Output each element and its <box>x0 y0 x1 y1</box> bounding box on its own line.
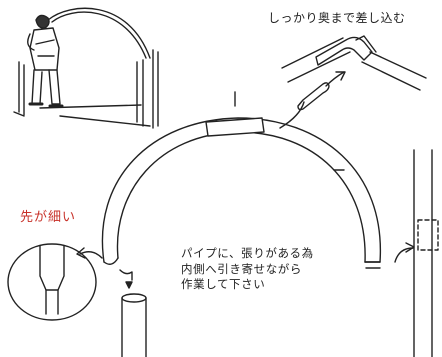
tapered-pipe-tip-icon <box>7 243 103 321</box>
joint-inset <box>281 35 427 111</box>
insert-fully-label: しっかり奥まで差し込む <box>268 11 406 25</box>
instruction-line: パイプに、張りがある為 <box>181 246 314 260</box>
person-bending-pipe-icon <box>27 14 64 108</box>
bottom-post <box>119 269 147 357</box>
worker-inset <box>13 7 159 129</box>
instruction-line: 作業して下さい <box>181 277 266 292</box>
instruction-line: 内側へ引き寄せながら <box>181 261 302 276</box>
instruction-text: パイプに、張りがある為 内側へ引き寄せながら 作業して下さい <box>181 246 314 293</box>
pipe-joint-icon <box>315 35 377 66</box>
main-arch <box>101 91 382 269</box>
tip-is-thin-label: 先が細い <box>20 210 77 225</box>
right-post <box>394 149 439 357</box>
